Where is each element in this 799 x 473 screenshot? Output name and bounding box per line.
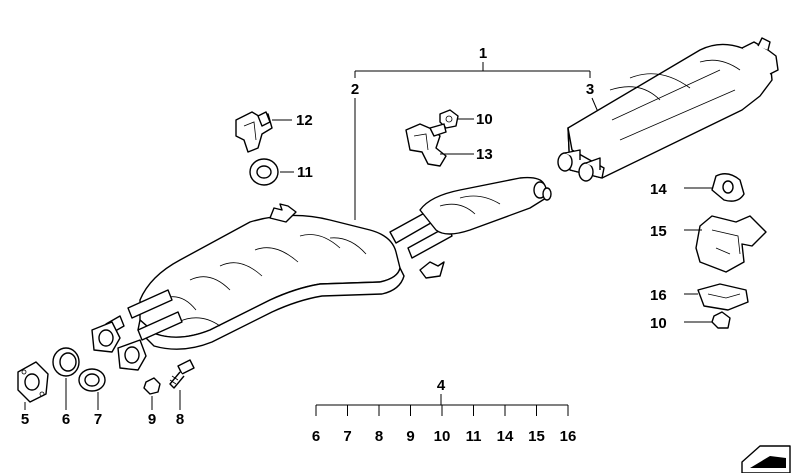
nut-10b-part — [711, 311, 731, 329]
callout-7: 7 — [94, 411, 102, 428]
leader-3 — [591, 97, 599, 113]
kit-row-label: 15 — [528, 428, 545, 445]
car-silhouette-icon — [741, 445, 791, 473]
kit-row-label: 6 — [312, 428, 320, 445]
callout-1: 1 — [479, 45, 487, 62]
callout-10a: 10 — [476, 111, 493, 128]
kit-row-label: 16 — [560, 428, 577, 445]
ring-7-part — [78, 368, 106, 392]
kit-row-label: 11 — [466, 428, 482, 445]
bracket-15-part — [695, 215, 767, 273]
bracket-16-part — [697, 283, 749, 311]
callout-9: 9 — [148, 411, 156, 428]
kit-4-bracket — [315, 394, 569, 416]
clamp-13-part — [405, 123, 447, 167]
clamp-12-part — [235, 111, 273, 153]
callout-4: 4 — [437, 377, 446, 394]
flange-5-part — [17, 361, 49, 403]
nut-10-part — [439, 109, 459, 129]
callout-16: 16 — [650, 287, 667, 304]
callout-5: 5 — [21, 411, 29, 428]
callout-11: 11 — [297, 164, 313, 181]
gasket-6-part — [52, 347, 80, 377]
rear-muffler-part — [557, 37, 779, 182]
callout-15: 15 — [650, 223, 667, 240]
callout-10b: 10 — [650, 315, 667, 332]
callout-12: 12 — [296, 112, 313, 129]
assembly-1-bracket — [354, 62, 591, 78]
kit-row-label: 7 — [343, 428, 351, 445]
callout-3: 3 — [586, 81, 594, 98]
nut-9-part — [143, 377, 161, 395]
middle-silencer-part — [91, 176, 552, 371]
kit-row-label: 8 — [375, 428, 383, 445]
callout-6: 6 — [62, 411, 70, 428]
kit-4-labels: 6 7 8 9 10 11 14 15 16 — [312, 428, 577, 445]
callout-14: 14 — [650, 181, 667, 198]
callout-2: 2 — [351, 81, 359, 98]
ring-14-part — [711, 173, 745, 202]
kit-row-label: 9 — [406, 428, 414, 445]
ring-11-part — [249, 158, 279, 186]
kit-row-label: 14 — [497, 428, 514, 445]
kit-row-label: 10 — [434, 428, 451, 445]
callout-13: 13 — [476, 146, 493, 163]
callout-8: 8 — [176, 411, 184, 428]
bolt-8-part — [169, 359, 195, 389]
